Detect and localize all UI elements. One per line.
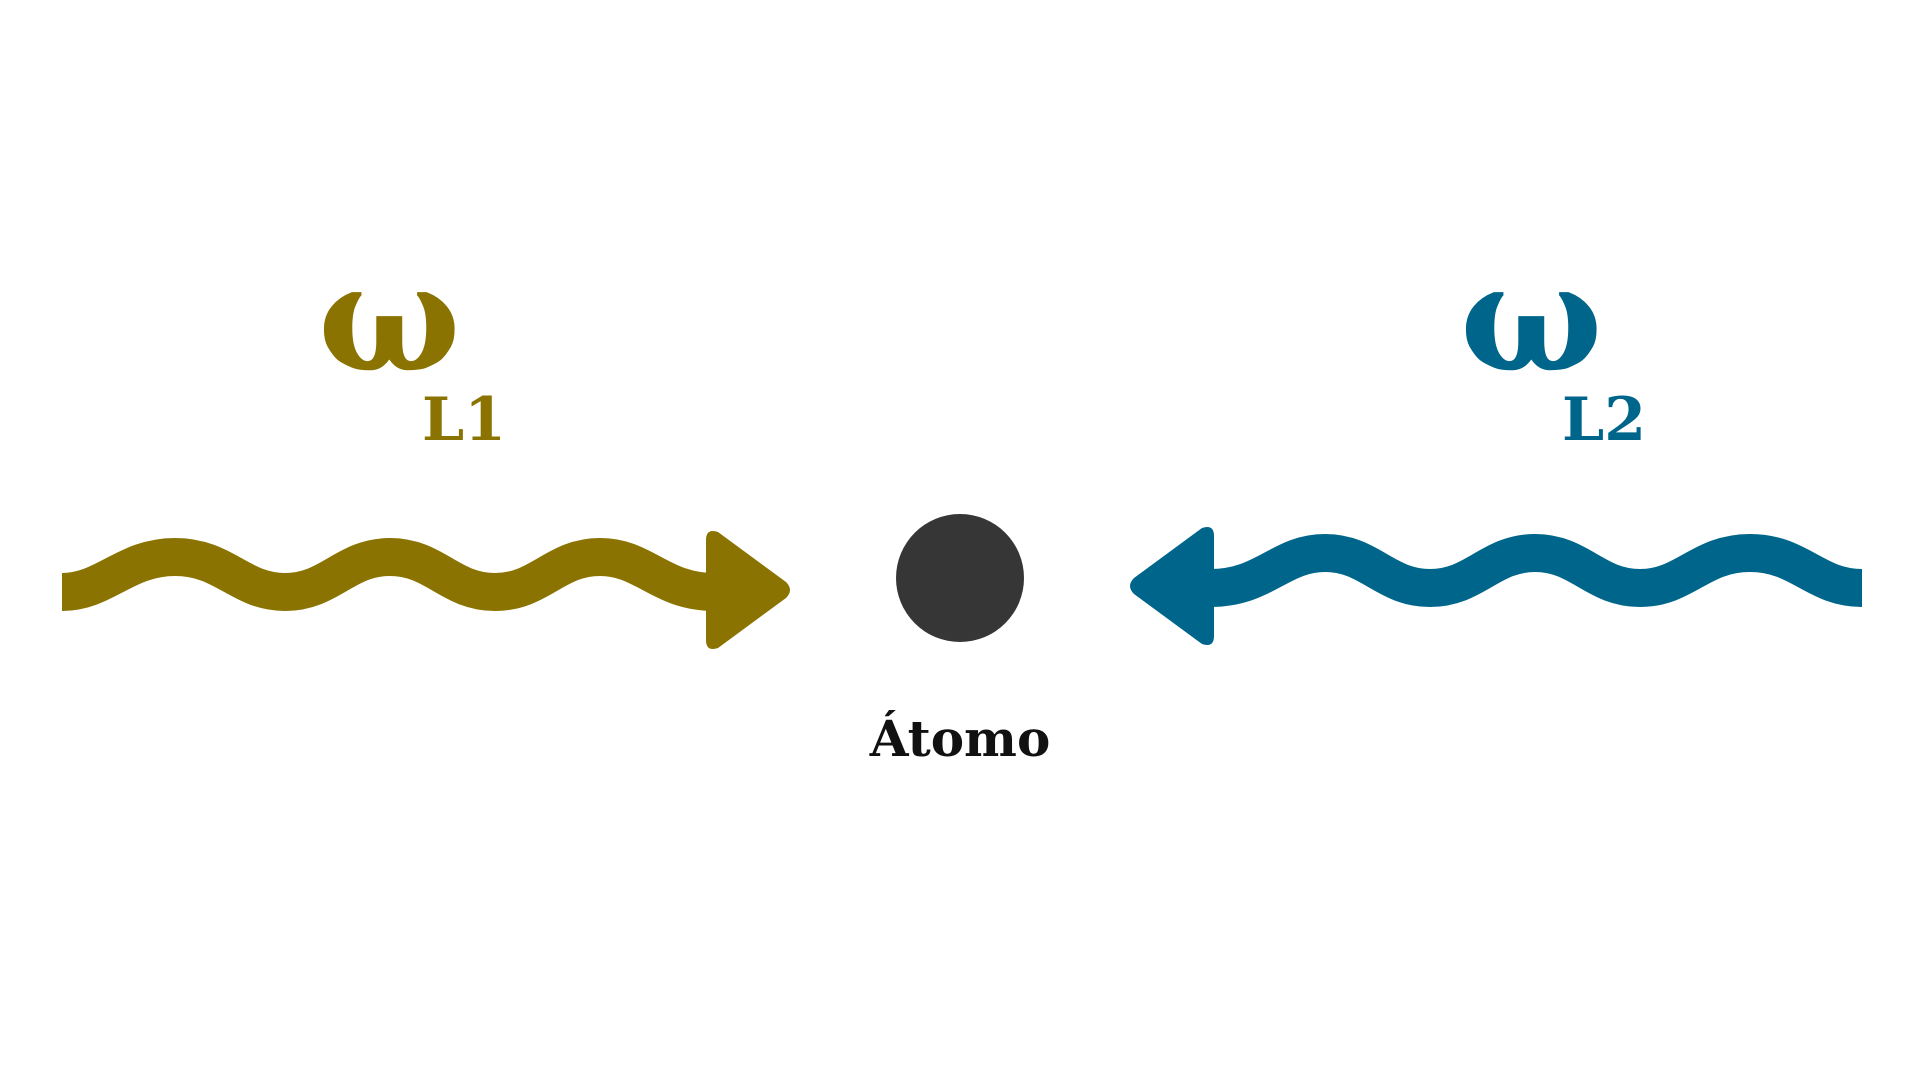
- subscript-label-1: L1: [422, 385, 506, 455]
- laser-label-2: ω L2: [1460, 230, 1646, 455]
- laser-beam-2: [1130, 527, 1864, 645]
- arrow-head-1: [706, 531, 790, 649]
- atom-dot: [896, 514, 1024, 642]
- laser-beam-1: [60, 531, 790, 649]
- wavy-line-2: [1209, 534, 1864, 607]
- subscript-label-2: L2: [1562, 385, 1646, 455]
- wavy-line-1: [60, 538, 716, 611]
- atom-label: Átomo: [869, 709, 1051, 768]
- omega-symbol-2: ω: [1460, 230, 1603, 406]
- arrow-head-2: [1130, 527, 1214, 645]
- laser-label-1: ω L1: [318, 230, 506, 455]
- omega-symbol-1: ω: [318, 230, 461, 406]
